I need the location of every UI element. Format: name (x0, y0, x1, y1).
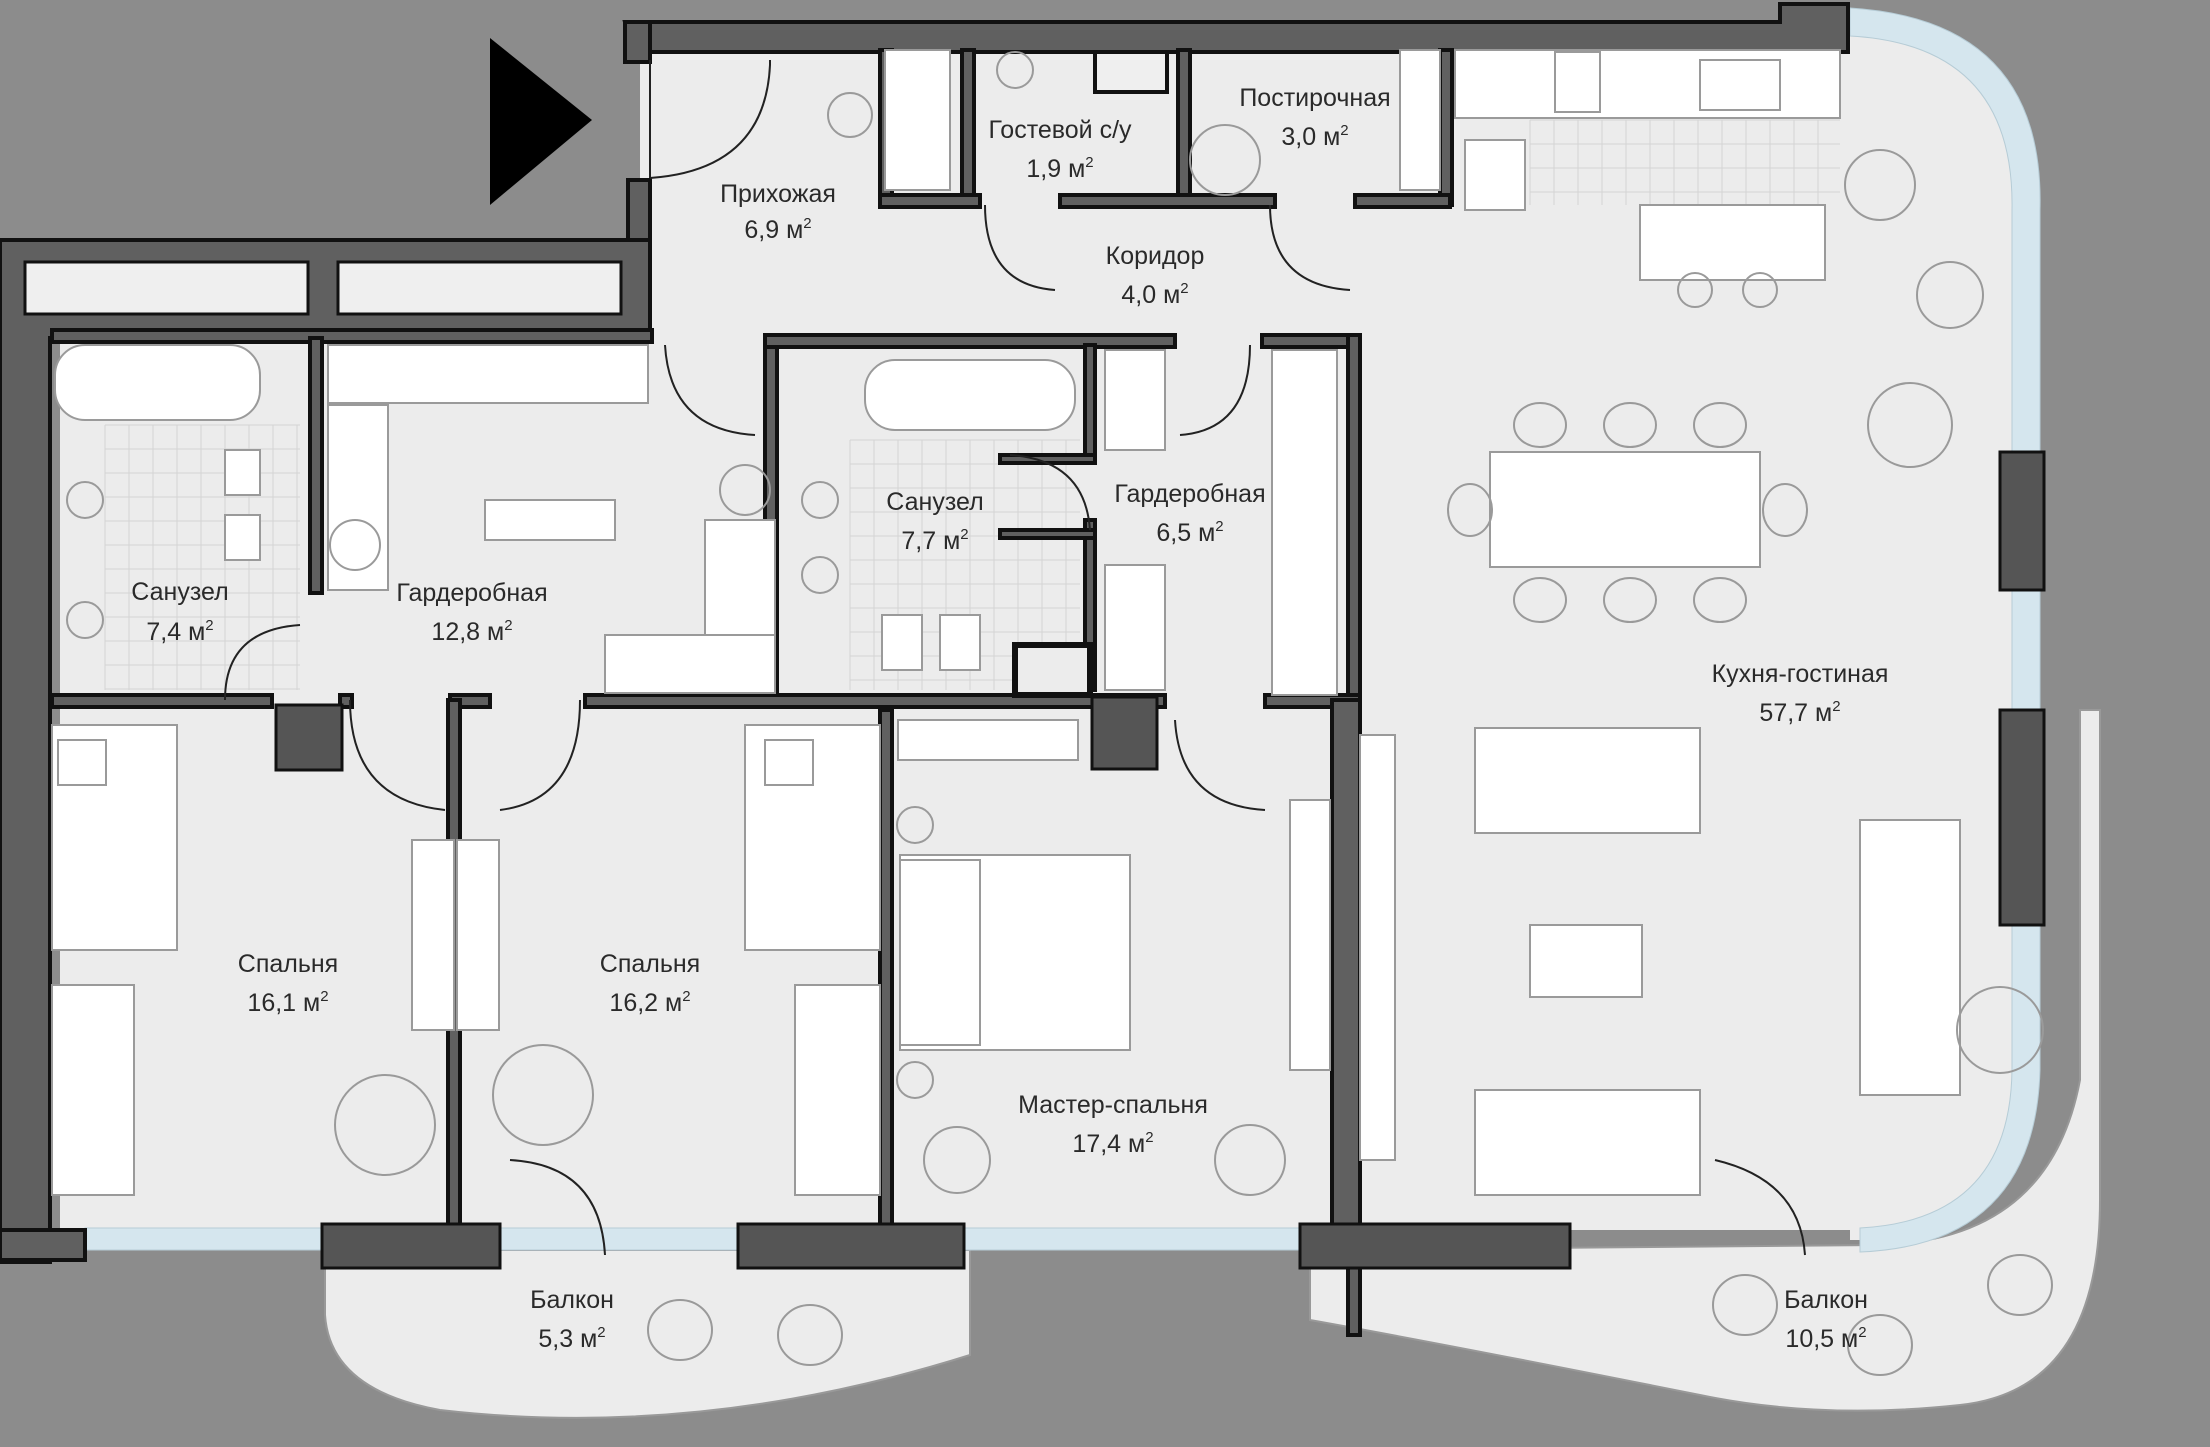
room-area: 16,1 м (247, 989, 320, 1017)
room-area: 4,0 м (1121, 281, 1180, 309)
room-name: Спальня (600, 950, 700, 978)
room-labels: Прихожая 6,9 м2 Гостевой с/у 1,9 м2 Пост… (131, 84, 1888, 1353)
room-area: 16,2 м (609, 989, 682, 1017)
room-name: Коридор (1106, 242, 1205, 270)
room-name: Мастер-спальня (1018, 1091, 1208, 1119)
room-area: 12,8 м (431, 618, 504, 646)
room-name: Балкон (530, 1286, 614, 1314)
svg-text:6,9 м2: 6,9 м2 (744, 215, 811, 244)
room-area-sup: 2 (1180, 280, 1188, 297)
svg-text:Балкон: Балкон (530, 1286, 614, 1314)
svg-text:17,4 м2: 17,4 м2 (1072, 1129, 1153, 1158)
room-area-sup: 2 (1145, 1129, 1153, 1146)
room-area-sup: 2 (682, 988, 690, 1005)
svg-text:57,7 м2: 57,7 м2 (1759, 698, 1840, 727)
room-area-sup: 2 (1085, 154, 1093, 171)
room-area-sup: 2 (504, 617, 512, 634)
svg-text:Коридор: Коридор (1106, 242, 1205, 270)
svg-text:Санузел: Санузел (131, 578, 228, 606)
room-area-sup: 2 (1832, 698, 1840, 715)
room-name: Гардеробная (396, 579, 547, 607)
svg-text:6,5 м2: 6,5 м2 (1156, 518, 1223, 547)
doors (224, 60, 1806, 1256)
svg-text:12,8 м2: 12,8 м2 (431, 617, 512, 646)
room-name: Гардеробная (1114, 480, 1265, 508)
svg-text:Гардеробная: Гардеробная (1114, 480, 1265, 508)
room-area-sup: 2 (320, 988, 328, 1005)
room-area-sup: 2 (803, 215, 811, 232)
room-area-sup: 2 (960, 526, 968, 543)
svg-text:Прихожая: Прихожая (720, 180, 836, 208)
svg-text:Санузел: Санузел (886, 488, 983, 516)
svg-text:Балкон: Балкон (1784, 1286, 1868, 1314)
room-area: 10,5 м (1785, 1325, 1858, 1353)
room-name: Санузел (886, 488, 983, 516)
svg-text:7,4 м2: 7,4 м2 (146, 617, 213, 646)
room-area-sup: 2 (205, 617, 213, 634)
room-area: 1,9 м (1026, 155, 1085, 183)
room-name: Балкон (1784, 1286, 1868, 1314)
svg-text:Постирочная: Постирочная (1239, 84, 1390, 112)
svg-text:Мастер-спальня: Мастер-спальня (1018, 1091, 1208, 1119)
balcony-right-floor (1309, 709, 2101, 1412)
svg-text:3,0 м2: 3,0 м2 (1281, 122, 1348, 151)
svg-text:16,2 м2: 16,2 м2 (609, 988, 690, 1017)
room-area: 3,0 м (1281, 123, 1340, 151)
svg-text:5,3 м2: 5,3 м2 (538, 1324, 605, 1353)
svg-text:Спальня: Спальня (600, 950, 700, 978)
room-name: Постирочная (1239, 84, 1390, 112)
room-name: Кухня-гостиная (1712, 660, 1889, 688)
svg-text:4,0 м2: 4,0 м2 (1121, 280, 1188, 309)
furniture (51, 49, 2053, 1376)
svg-text:Спальня: Спальня (238, 950, 338, 978)
room-area: 6,5 м (1156, 519, 1215, 547)
svg-text:7,7 м2: 7,7 м2 (901, 526, 968, 555)
room-name: Спальня (238, 950, 338, 978)
svg-text:Гардеробная: Гардеробная (396, 579, 547, 607)
room-area-sup: 2 (1340, 122, 1348, 139)
svg-text:10,5 м2: 10,5 м2 (1785, 1324, 1866, 1353)
svg-text:Кухня-гостиная: Кухня-гостиная (1712, 660, 1889, 688)
walls (0, 2, 2046, 1337)
room-area: 7,7 м (901, 527, 960, 555)
svg-text:Гостевой с/у: Гостевой с/у (988, 116, 1132, 144)
room-area-sup: 2 (597, 1324, 605, 1341)
room-area: 57,7 м (1759, 699, 1832, 727)
room-area: 5,3 м (538, 1325, 597, 1353)
room-area-sup: 2 (1215, 518, 1223, 535)
svg-text:16,1 м2: 16,1 м2 (247, 988, 328, 1017)
room-name: Санузел (131, 578, 228, 606)
room-area: 6,9 м (744, 216, 803, 244)
entrance-arrow-icon (490, 38, 592, 205)
room-name: Прихожая (720, 180, 836, 208)
room-name: Гостевой с/у (988, 116, 1132, 144)
room-area: 17,4 м (1072, 1130, 1145, 1158)
svg-text:1,9 м2: 1,9 м2 (1026, 154, 1093, 183)
room-area-sup: 2 (1858, 1324, 1866, 1341)
room-area: 7,4 м (146, 618, 205, 646)
